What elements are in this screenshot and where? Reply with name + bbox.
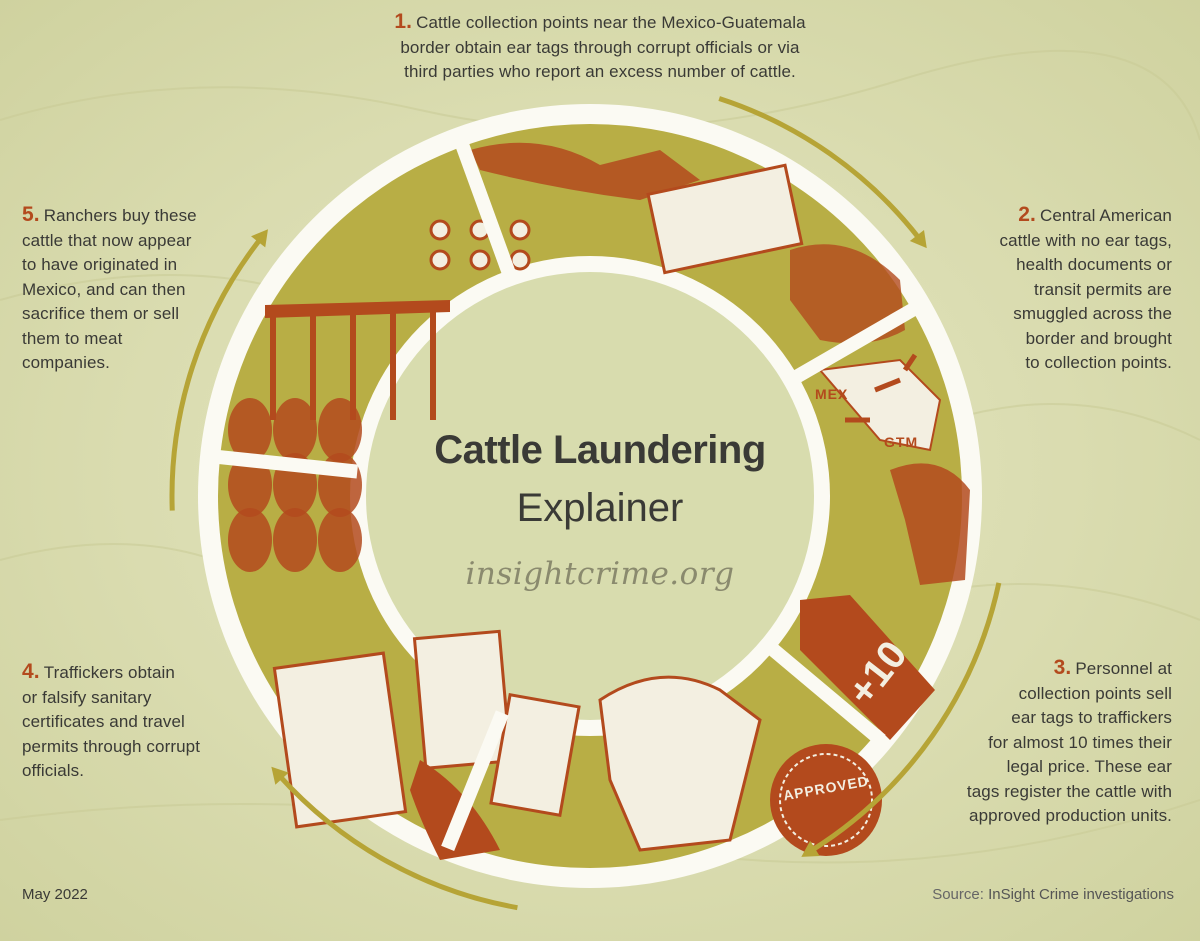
step-5-line: to have originated in [22,255,178,274]
step-5-line: them to meat [22,328,123,348]
cycle-arrowhead [251,229,268,248]
step-5-line: Mexico, and can then [22,279,186,299]
cycle-arrow [277,774,518,911]
corral-post [310,310,316,420]
step-2-line: smuggled across the [1013,304,1172,323]
corral-post [270,310,276,420]
corral-post [390,310,396,420]
step-5-text: 5.Ranchers buy these cattle that now appe… [22,203,197,376]
center-title: Cattle Laundering [434,428,766,472]
date-label: May 2022 [22,886,88,903]
cycle-arrow [718,96,922,241]
hand-icon [410,760,500,860]
cycle-arrow [169,237,263,511]
step-3-line: ear tags to traffickers [1011,708,1172,727]
step-3-text: 3.Personnel at collection points sell ear … [967,656,1172,829]
approved-stamp-icon [770,744,882,856]
step-1-line: border obtain ear tags through corrupt o… [400,37,800,57]
step-3-line: approved production units. [969,806,1172,825]
step-5-line: 5.Ranchers buy these [22,203,197,226]
step-2-number: 2. [1018,203,1036,226]
permit-icon [489,693,581,817]
cattle-herd-icon [318,398,362,462]
step-1-text: 1.Cattle collection points near the Mexi… [300,10,900,85]
step-5-number: 5. [22,203,40,226]
cow-icon [598,675,762,852]
panel-divider [789,299,923,386]
step-3-line: collection points sell [1018,683,1172,703]
step-5-line: sacrifice them or sell [22,304,180,323]
ear-tag-icon [429,249,451,271]
step-4-line: officials. [22,761,85,780]
cowboy-icon [890,463,970,585]
cycle-arrowhead [909,229,927,249]
step-1-number: 1. [394,10,413,33]
source-label: Source: [932,886,984,903]
certificate-icon [272,651,408,829]
step-4-line: certificates and travel [22,712,185,731]
step-4-number: 4. [22,660,40,683]
website-label: insightcrime.org [465,556,735,592]
step-2-line: 2.Central American [1018,203,1172,226]
document-icon [646,163,804,275]
step-4-line: permits through corrupt [22,736,201,756]
map-label-mexico: MEX [815,386,849,402]
large-ear-tag-icon [800,595,935,740]
step-4-line: 4.Traffickers obtain [22,660,175,683]
step-2-line: transit permits are [1034,279,1172,299]
step-4-text: 4.Traffickers obtain or falsify sanitary c… [22,660,200,784]
step-3-line: tags register the cattle with [966,781,1172,801]
step-2-line: to collection points. [1025,353,1172,372]
panel-divider [764,641,886,746]
step-3-line: 3.Personnel at [1053,656,1172,679]
panel-divider [211,449,359,479]
corral-post [430,310,436,420]
step-2-line: border and brought [1025,328,1172,348]
map-label-guatemala: GTM [884,434,919,450]
step-5-line: cattle that now appear [22,230,192,250]
step-5-line: companies. [22,353,110,372]
cattle-herd-icon [318,508,362,572]
step-3-line: legal price. These ear [1006,757,1172,776]
cycle-arrowhead [801,840,820,857]
cycle-arrowhead [271,766,289,785]
border-map-icon [818,358,942,452]
center-subtitle: Explainer [516,486,684,530]
cattle-icon [790,244,905,344]
cattle-herd-icon [273,508,317,572]
center-disc [366,272,814,720]
ear-tag-icon [469,249,491,271]
cattle-herd-icon [228,508,272,572]
smuggling-arrow-icon [845,353,918,423]
step-2-line: health documents or [1016,255,1172,274]
handshake-icon [470,142,700,200]
source-credit: Source: InSight Crime investigations [932,886,1174,903]
cattle-herd-icon [273,398,317,462]
cattle-herd-icon [228,453,272,517]
ring [198,104,982,888]
step-2-line: cattle with no ear tags, [999,230,1172,250]
stamp-ring [779,753,873,847]
ear-tag-icon [429,219,451,241]
step-3-number: 3. [1053,656,1072,679]
source-text: InSight Crime investigations [988,886,1174,903]
step-2-text: 2.Central American cattle with no ear tag… [1000,203,1173,376]
ear-tag-icon [509,219,531,241]
panel-divider [441,710,509,851]
step-3-line: for almost 10 times their [988,732,1172,752]
permit-icon [412,629,513,770]
cycle-arrow [810,582,1002,853]
step-4-line: or falsify sanitary [22,687,152,707]
panel-divider [453,136,517,279]
cattle-herd-icon [228,398,272,462]
corral-post [350,310,356,420]
step-1-line: third parties who report an excess numbe… [404,62,796,81]
step-1-line: 1.Cattle collection points near the Mexi… [394,10,806,33]
